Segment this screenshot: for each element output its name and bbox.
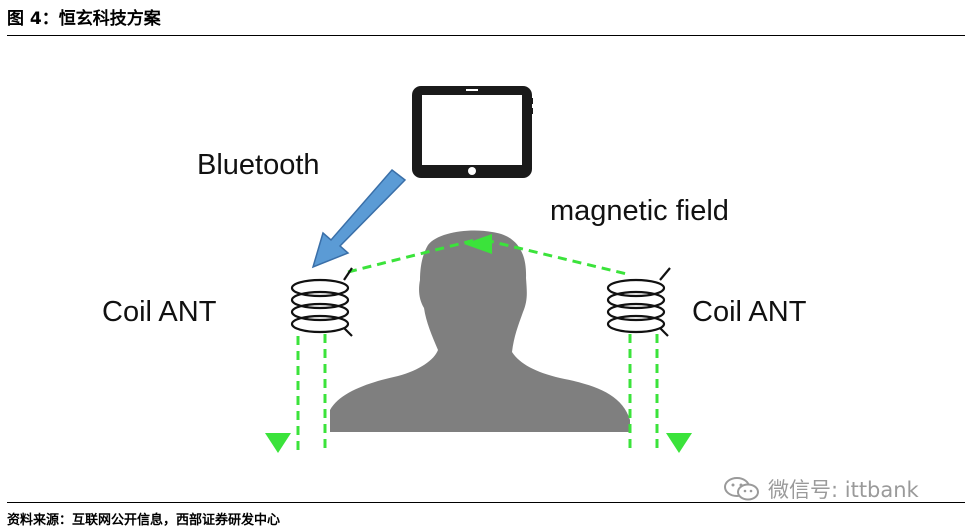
magnetic-field-label: magnetic field: [550, 195, 729, 227]
coil-right-label: Coil ANT: [692, 296, 807, 328]
coil-icon: [606, 267, 671, 337]
top-divider: [7, 35, 965, 36]
diagram: Bluetooth magnetic field Coil ANT Coil A…: [102, 86, 807, 453]
coil-left-label: Coil ANT: [102, 296, 217, 328]
source-note: 资料来源：互联网公开信息，西部证券研发中心: [7, 513, 281, 528]
bluetooth-label: Bluetooth: [197, 149, 320, 181]
wechat-icon: [724, 477, 759, 501]
head-silhouette-icon: [330, 230, 630, 432]
coil-icon: [290, 267, 353, 337]
arrow-icon: [311, 168, 407, 269]
magnetic-field-lines: [296, 238, 659, 452]
watermark-text: 微信号: ittbank: [768, 478, 919, 502]
figure-title: 图 4：恒玄科技方案: [7, 9, 161, 29]
watermark: 微信号: ittbank: [722, 474, 919, 504]
bottom-divider: [7, 502, 965, 503]
field-arrowheads: [265, 234, 692, 453]
tablet-icon: [412, 86, 533, 178]
